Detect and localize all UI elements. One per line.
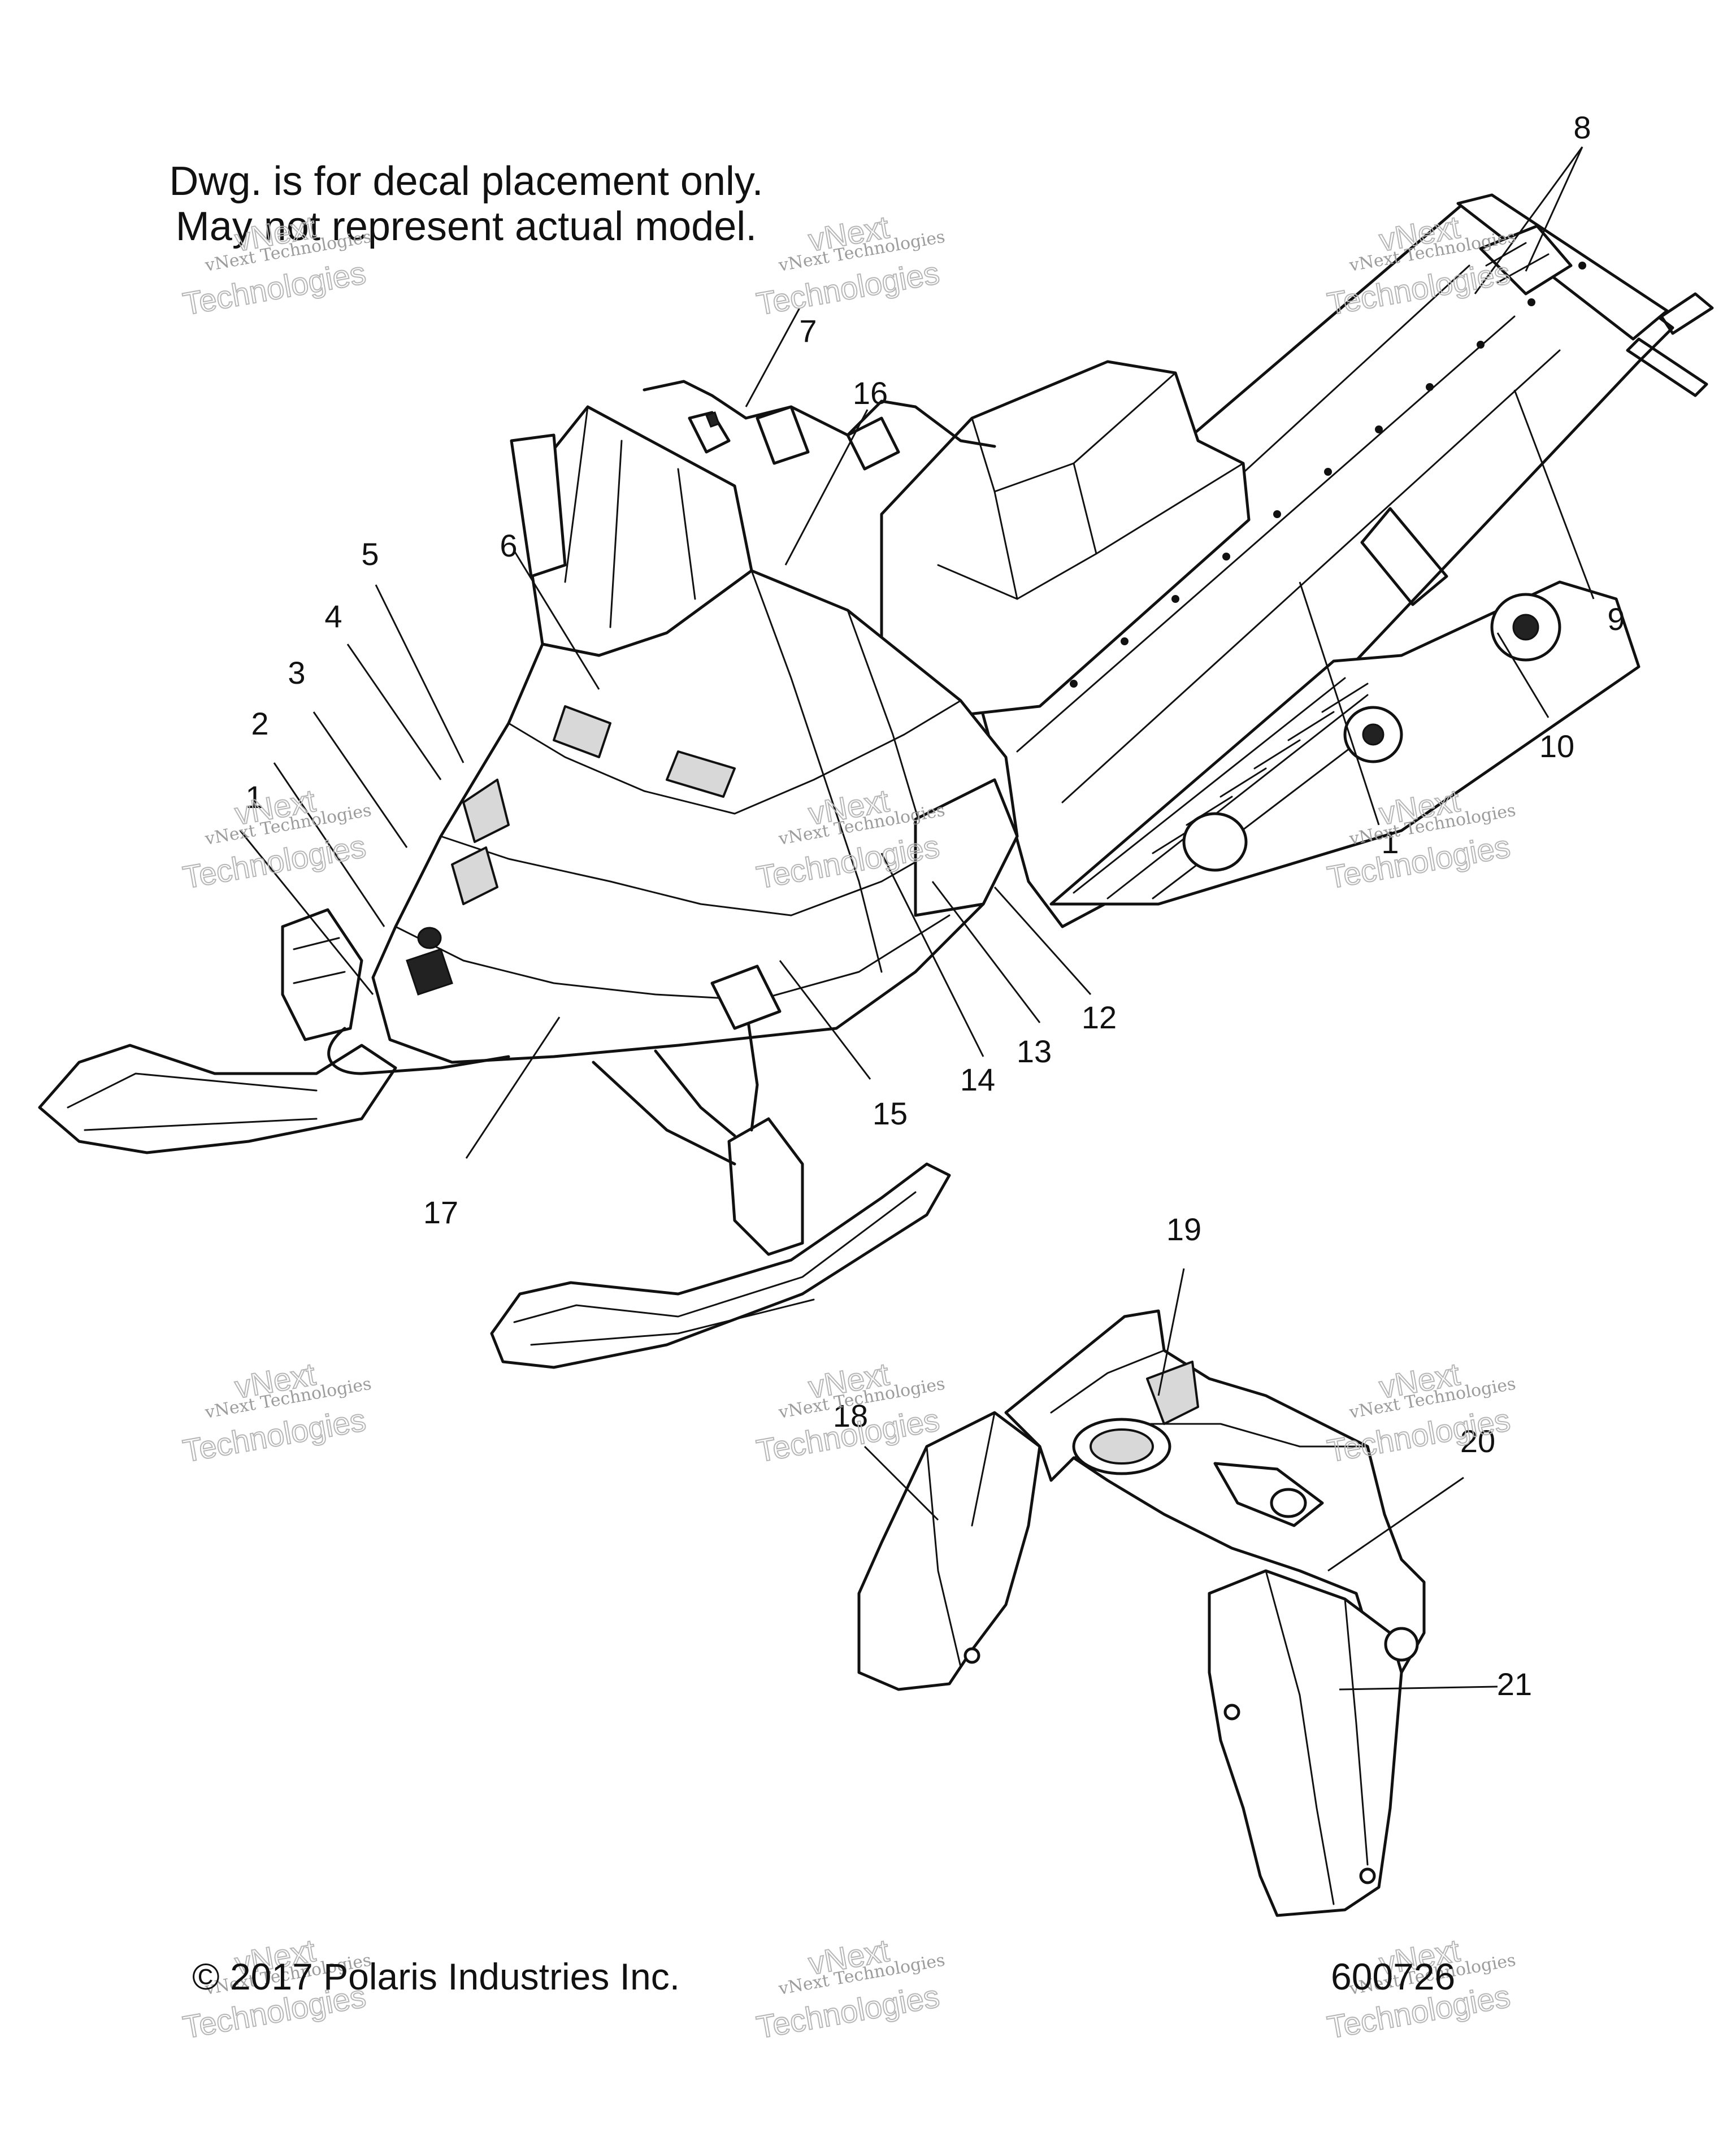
callout-1-front: 1 [245, 779, 263, 815]
callout-19: 19 [1166, 1211, 1201, 1247]
snowmobile-assembly [38, 193, 1714, 1369]
side-panel-assembly [857, 1309, 1426, 1917]
front-bumper [327, 1027, 510, 1075]
leader-lines [239, 146, 1595, 1691]
track [1049, 507, 1640, 906]
callout-18: 18 [833, 1398, 868, 1433]
placement-note-line-1: Dwg. is for decal placement only. [169, 159, 763, 204]
callout-16: 16 [853, 375, 888, 411]
callout-1-tunnel: 1 [1381, 824, 1399, 860]
callout-10: 10 [1539, 728, 1574, 764]
callout-21: 21 [1497, 1666, 1532, 1702]
copyright-notice: © 2017 Polaris Industries Inc. [192, 1956, 680, 1997]
callout-17: 17 [423, 1194, 458, 1230]
callout-13: 13 [1017, 1033, 1052, 1069]
handlebars [643, 380, 996, 471]
placement-note-line-2: May not represent actual model. [175, 204, 757, 249]
callout-labels: 1 1 2 3 4 5 6 7 8 9 10 12 13 14 15 16 17… [245, 110, 1625, 1702]
callout-14: 14 [960, 1062, 995, 1097]
front-hood [371, 569, 1019, 1064]
callout-5: 5 [361, 536, 379, 572]
callout-2: 2 [251, 706, 268, 741]
callout-9: 9 [1607, 601, 1625, 637]
callout-6: 6 [500, 528, 517, 563]
tunnel-and-rail [959, 193, 1714, 928]
left-ski [38, 908, 397, 1154]
right-ski [490, 965, 951, 1369]
callout-8: 8 [1573, 110, 1591, 145]
callout-7: 7 [799, 313, 817, 349]
drawing-number: 600726 [1331, 1956, 1456, 1997]
callout-20: 20 [1460, 1423, 1495, 1459]
callout-4: 4 [324, 598, 342, 634]
tunnel-rivets [1070, 262, 1586, 688]
callout-12: 12 [1082, 1000, 1117, 1035]
callout-15: 15 [873, 1096, 908, 1131]
callout-3: 3 [288, 655, 305, 690]
